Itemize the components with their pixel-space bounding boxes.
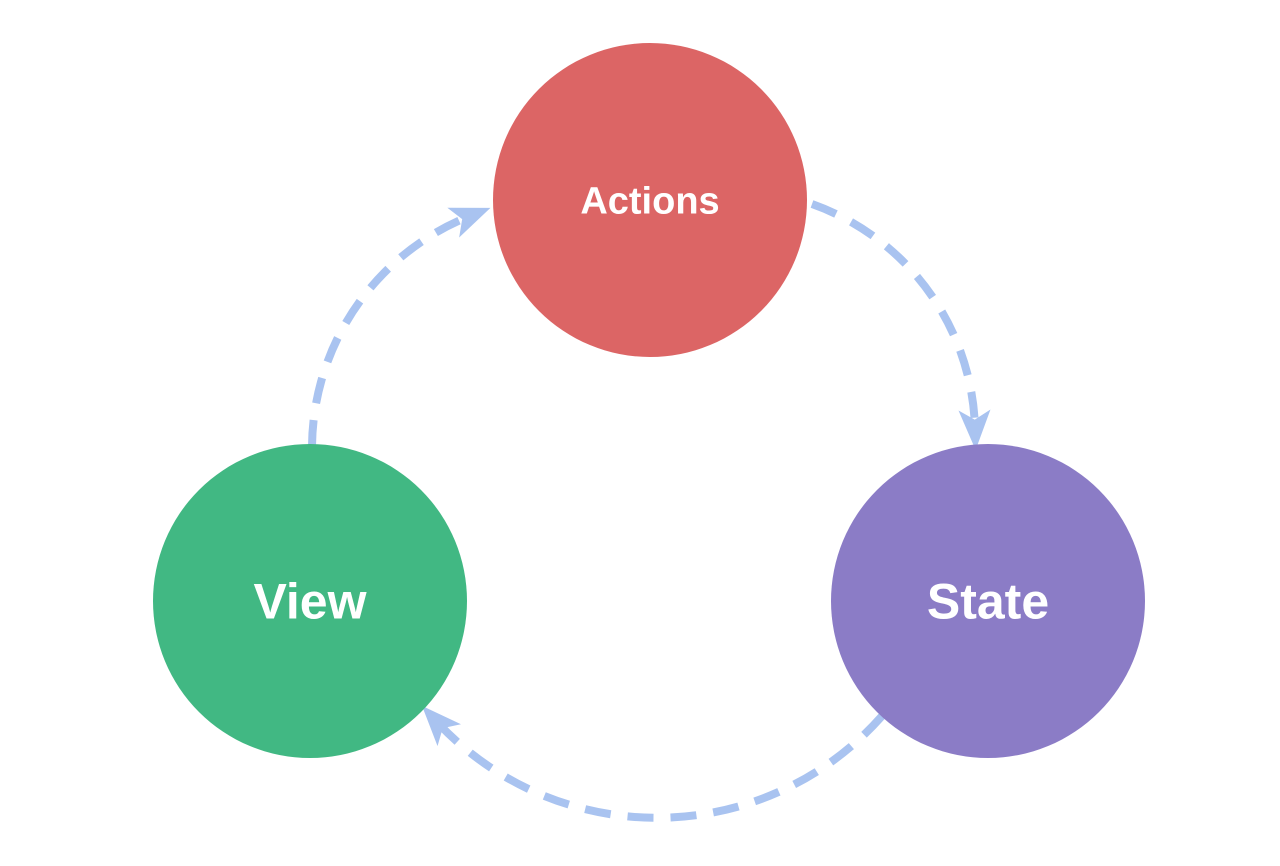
node-view: View — [153, 444, 467, 758]
edge-state-to-view — [422, 705, 886, 822]
view-label: View — [253, 574, 366, 630]
node-state: State — [831, 444, 1145, 758]
edge-view-to-actions — [308, 207, 491, 447]
actions-circle — [493, 43, 807, 357]
actions-label: Actions — [580, 180, 719, 222]
state-circle — [831, 444, 1145, 758]
state-label: State — [927, 574, 1049, 630]
view-circle — [153, 444, 467, 758]
edge-actions-to-state — [810, 200, 991, 450]
node-actions: Actions — [493, 43, 807, 357]
